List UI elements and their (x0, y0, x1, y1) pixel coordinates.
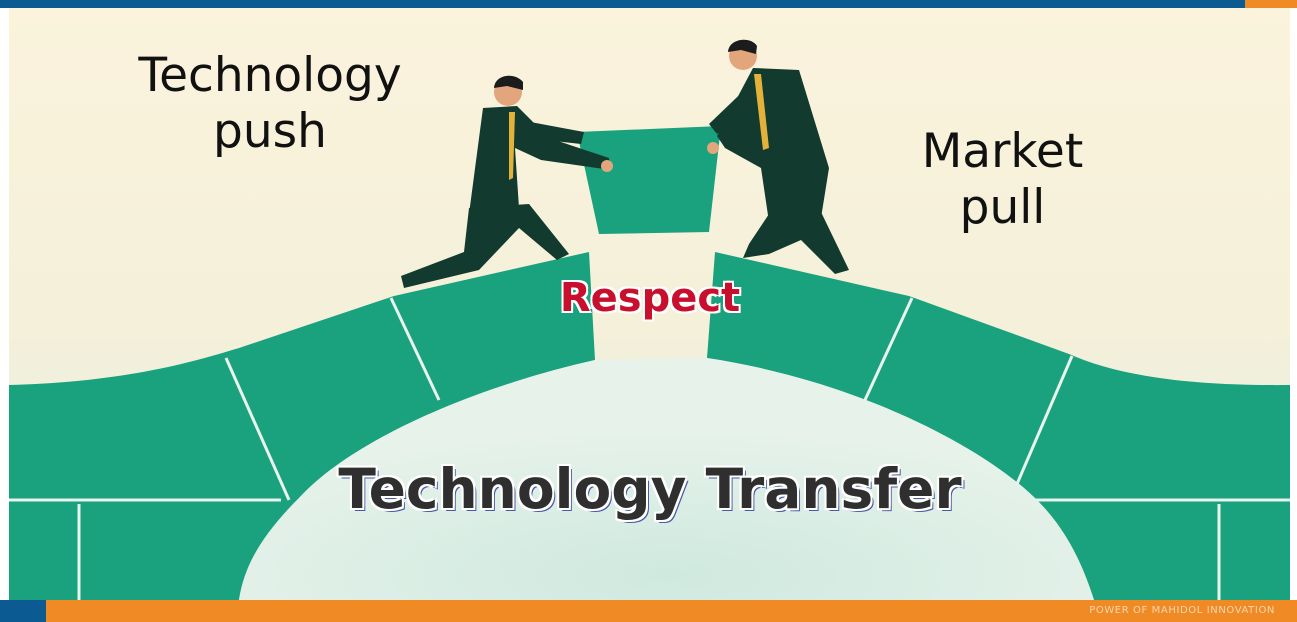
bottom-accent-bar (0, 600, 46, 622)
joint-line (863, 297, 914, 401)
top-accent-bar (1245, 0, 1297, 8)
right-man-legs (743, 212, 849, 274)
bridge-right-half (707, 252, 1290, 600)
top-brand-bar (0, 0, 1297, 8)
right-man-arm (709, 78, 761, 134)
right-man-tie (754, 74, 769, 150)
arch-opening (239, 358, 1094, 600)
keystone-block (577, 126, 721, 234)
bridge-illustration (9, 8, 1290, 600)
bottom-brand-bar (0, 600, 1297, 622)
left-man-hand (601, 160, 613, 172)
respect-label: Respect (559, 275, 741, 321)
joint-line (224, 357, 291, 501)
left-man-tie (509, 112, 515, 180)
left-businessman (401, 75, 613, 288)
footer-tagline: POWER OF MAHIDOL INNOVATION (1089, 605, 1275, 616)
left-man-hair (494, 75, 523, 90)
right-man-hair (728, 39, 757, 54)
bridge-left-half (9, 252, 595, 600)
bridge-illustration-svg (9, 8, 1290, 600)
left-man-arm-upper (509, 118, 584, 144)
right-man-hand (707, 142, 719, 154)
joint-line (1009, 355, 1074, 499)
market-pull-label: Market pull (921, 124, 1084, 236)
technology-push-label: Technology push (138, 48, 402, 160)
technology-transfer-title: Technology Transfer (338, 457, 962, 521)
left-man-torso (469, 106, 611, 214)
right-businessman (707, 39, 849, 274)
left-man-legs (401, 204, 569, 288)
bridge-joints (9, 297, 1290, 600)
joint-line (389, 297, 441, 401)
